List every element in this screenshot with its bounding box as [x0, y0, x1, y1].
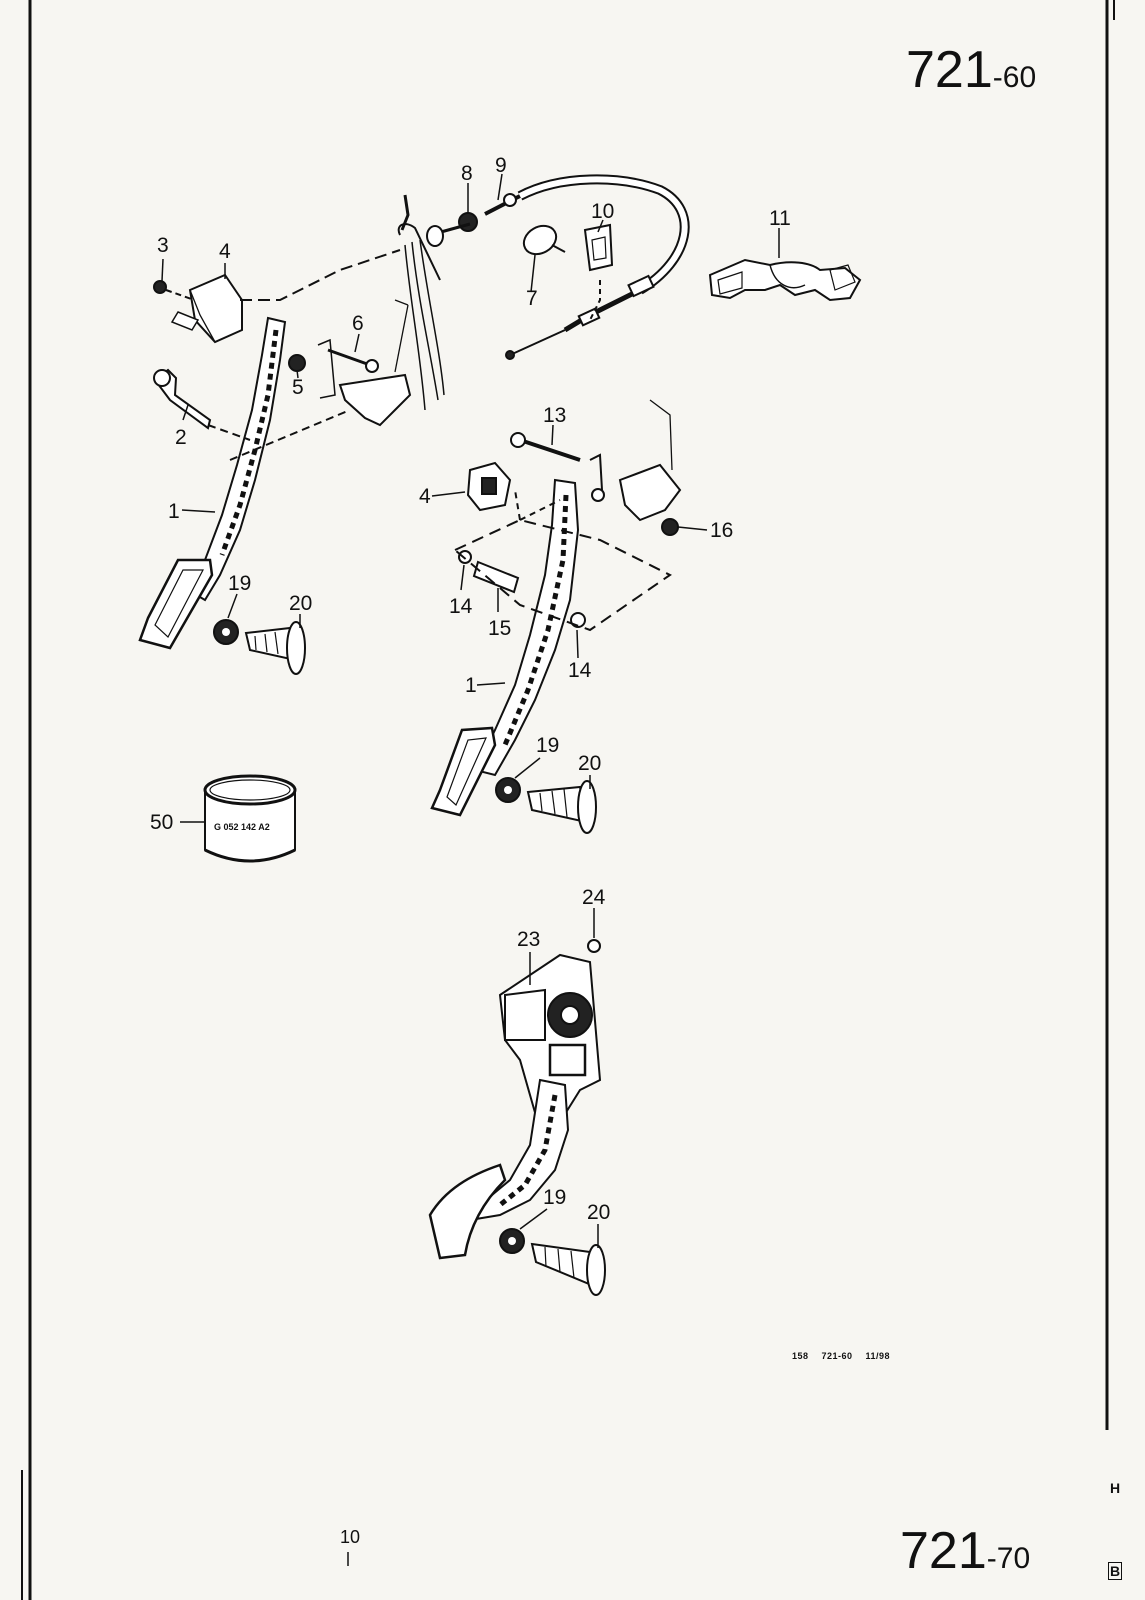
cable-loom [404, 244, 426, 411]
pedal-arm-lower [467, 1078, 570, 1222]
callout-19-upper: 19 [228, 572, 251, 595]
bolt-item-6 [327, 348, 371, 367]
pedal-arm-middle [473, 478, 580, 777]
callout-1-upper: 1 [168, 500, 180, 523]
pin-item-15 [472, 560, 520, 594]
callout-11: 11 [769, 207, 791, 230]
holder-item-10 [583, 223, 614, 272]
page-reference-bottom-sub: -70 [986, 1542, 1031, 1575]
callout-23: 23 [517, 928, 540, 951]
bottom-page-number: 10 [340, 1527, 361, 1547]
callout-4-upper: 4 [219, 240, 231, 263]
callout-7: 7 [526, 287, 538, 310]
callout-8: 8 [461, 162, 473, 185]
middle-pedal-group [430, 399, 682, 834]
callout-14-left: 14 [449, 595, 473, 618]
callout-5: 5 [292, 376, 304, 399]
callout-15: 15 [488, 617, 511, 640]
throttle-cable-group [426, 174, 862, 360]
clip-item-7 [522, 224, 558, 256]
page-reference-bottom: 721-70 [900, 1521, 1030, 1581]
page-reference-top: 721-60 [906, 40, 1036, 100]
page-reference-bottom-main: 721 [900, 1522, 987, 1580]
page-reference-sub: -60 [992, 61, 1037, 94]
page-border [21, 0, 1115, 1600]
callout-24: 24 [582, 886, 606, 909]
nut-item-3 [153, 280, 167, 294]
clip-item-14-a [458, 550, 472, 564]
callout-numbers: 1 2 3 4 5 6 7 8 9 10 11 13 4 16 14 15 14… [150, 154, 791, 1224]
callout-1-middle: 1 [465, 674, 477, 697]
callout-2: 2 [175, 426, 187, 449]
grommet-item-8 [458, 212, 478, 232]
edge-mark-h: H [1110, 1480, 1121, 1496]
pedal-bracket-middle [618, 463, 682, 522]
callout-10: 10 [591, 200, 614, 223]
callout-3: 3 [157, 234, 169, 257]
item-50-container: G 052 142 A2 [203, 774, 297, 863]
nut-item-16 [661, 518, 679, 536]
edge-mark-b: B [1108, 1562, 1123, 1580]
bushing-item-5 [288, 354, 306, 372]
container-label: G 052 142 A2 [214, 822, 270, 832]
callout-6: 6 [352, 312, 364, 335]
pivot-bracket [338, 373, 412, 427]
callout-16: 16 [710, 519, 733, 542]
pedal-arm-upper-left [186, 316, 287, 602]
pedal-pad-upper-left [138, 558, 214, 650]
page-reference-main: 721 [906, 41, 993, 99]
callout-14-right: 14 [568, 659, 592, 682]
stop-bolt-lower [530, 1242, 596, 1288]
pedal-arm-middle-lattice [502, 494, 569, 746]
callout-19-middle: 19 [536, 734, 559, 757]
cable-end-item-2 [153, 368, 212, 430]
pedal-pad-lower [428, 1163, 507, 1260]
callout-9: 9 [495, 154, 507, 177]
callout-20-middle: 20 [578, 752, 601, 775]
bolt-item-13 [519, 438, 581, 462]
holder-item-11 [708, 258, 862, 302]
callout-13: 13 [543, 404, 566, 427]
drawing-code: 158 721-60 11/98 [792, 1351, 891, 1361]
callout-50: 50 [150, 811, 173, 834]
lower-pedal-group [428, 939, 606, 1296]
callout-20-lower: 20 [587, 1201, 610, 1224]
callout-20-upper: 20 [289, 592, 312, 615]
leader-lines [161, 173, 780, 1566]
callout-19-lower: 19 [543, 1186, 566, 1209]
callout-4-middle: 4 [419, 485, 431, 508]
clip-item-24 [587, 939, 601, 953]
